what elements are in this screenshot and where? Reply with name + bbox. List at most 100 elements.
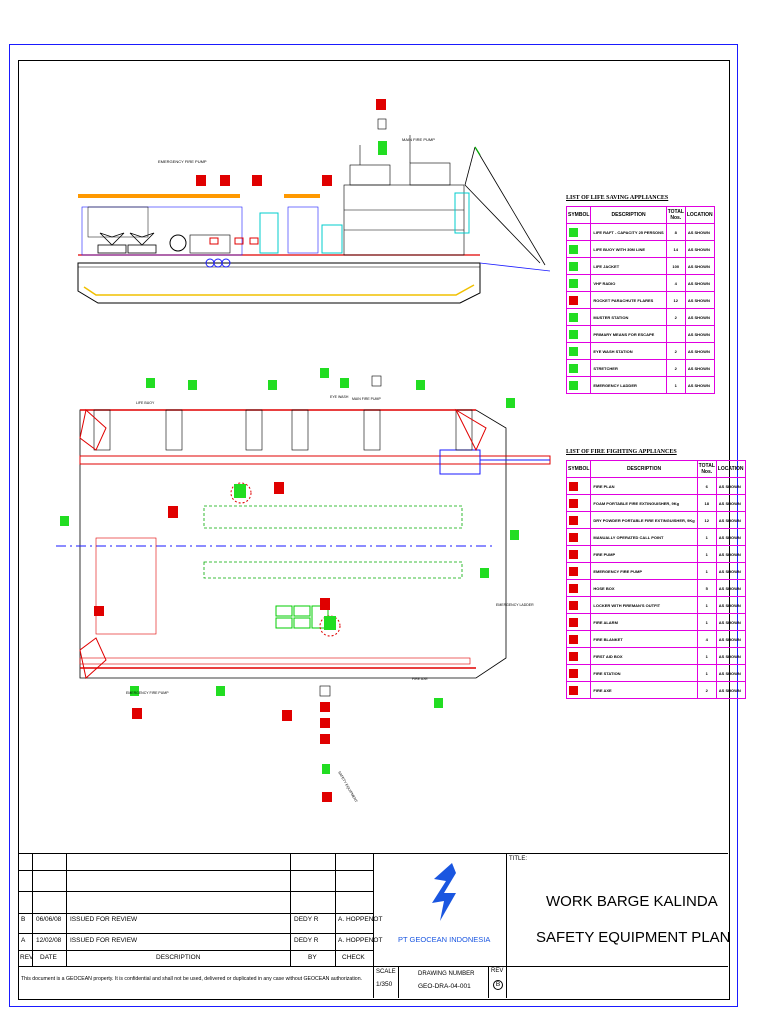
life-buoy-label: LIFE BUOY [136,401,155,405]
safety-symbol-icon [569,329,578,339]
safety-symbol-icon [569,685,578,695]
row-description: FIRE ALARM [590,613,698,631]
check-header: CHECK [342,954,365,961]
emergency-fire-pump-label: EMERGENCY FIRE PUMP [158,159,207,164]
row-description: FIRE AXE [590,681,698,699]
drawing-title-line1: WORK BARGE KALINDA [546,893,718,910]
row-symbol-icon [565,562,592,580]
elevation-safety-symbols [196,99,387,186]
row-symbol-icon [565,545,592,563]
rev-b-letter: B [21,916,26,923]
row-symbol-icon [565,325,592,343]
drawing-number: GEO-DRA-04-001 [418,983,471,990]
safety-symbol-icon [569,668,578,678]
row-location: AS SHOWN [715,562,746,580]
description-header: DESCRIPTION [156,954,201,961]
row-total: 2 [665,342,686,360]
safety-symbol-icon [569,583,578,593]
row-total: 8 [665,223,686,241]
safety-symbol-icon [569,312,578,322]
row-location: AS SHOWN [684,308,715,326]
lsa-symbol-header: SYMBOL [565,206,592,224]
row-total: 12 [696,511,717,529]
main-fire-pump-label: MAIN FIRE PUMP [402,137,435,142]
row-symbol-icon [565,596,592,614]
date-header: DATE [40,954,57,961]
row-total: 12 [665,291,686,309]
plan-safety-symbols [60,368,519,802]
row-location: AS SHOWN [684,291,715,309]
rev-b-by: DEDY R [294,916,319,923]
safety-equipment-label: SAFETY EQUIPMENT [337,771,359,804]
row-description: FIRE PLAN [590,477,698,495]
safety-symbol-icon [569,498,578,508]
row-total: 1 [696,562,717,580]
fire-axe-label: FIRE AXE [412,677,428,681]
row-total: 14 [665,240,686,258]
rev-b-description: ISSUED FOR REVIEW [70,916,138,923]
row-symbol-icon [565,613,592,631]
rev-a-description: ISSUED FOR REVIEW [70,937,138,944]
row-symbol-icon [565,376,592,394]
title-label: TITLE: [509,856,528,862]
row-description: FIRE BLANKET [590,630,698,648]
rev-label: REV [491,968,504,974]
row-description: EMERGENCY LADDER [590,376,667,394]
row-total: 1 [696,664,717,682]
safety-symbol-icon [569,346,578,356]
row-location: AS SHOWN [715,647,746,665]
ffa-description-header: DESCRIPTION [590,460,698,478]
row-total: 5 [696,579,717,597]
lsa-location-header: LOCATION [684,206,715,224]
row-total: 2 [665,308,686,326]
row-description: ROCKET PARACHUTE FLARES [590,291,667,309]
row-description: LIFE RAFT - CAPACITY 25 PERSONS [590,223,667,241]
row-location: AS SHOWN [715,613,746,631]
row-description: FIRST AID BOX [590,647,698,665]
rev-a-date: 12/02/08 [36,937,62,944]
safety-symbol-icon [569,227,578,237]
ffa-location-header: LOCATION [715,460,746,478]
safety-symbol-icon [569,566,578,576]
row-description: HOSE BOX [590,579,698,597]
row-total: 6 [696,477,717,495]
row-description: MUSTER STATION [590,308,667,326]
row-total: 1 [696,647,717,665]
safety-symbol-icon [569,634,578,644]
drawing-title-line2: SAFETY EQUIPMENT PLAN [536,929,731,946]
row-symbol-icon [565,647,592,665]
ffa-symbol-header: SYMBOL [565,460,592,478]
row-description: VHF RADIO [590,274,667,292]
row-location: AS SHOWN [715,664,746,682]
row-total: 100 [665,257,686,275]
safety-symbol-icon [569,515,578,525]
row-location: AS SHOWN [715,681,746,699]
scale-label: SCALE [376,969,396,975]
row-location: AS SHOWN [715,596,746,614]
eye-wash-label: EYE WASH [330,395,349,399]
rev-a-check: A. HOPPENOT [338,937,383,944]
ffa-table-row: DRY POWDER PORTABLE FIRE EXTINGUISHER, 9… [565,511,746,529]
ffa-total-header: TOTAL Nos. [696,460,717,478]
row-total: 1 [696,545,717,563]
row-total: 4 [665,274,686,292]
title-block: B 06/06/08 ISSUED FOR REVIEW DEDY R A. H… [18,853,731,998]
row-location: AS SHOWN [715,630,746,648]
row-total [665,325,686,343]
row-symbol-icon [565,664,592,682]
row-location: AS SHOWN [684,359,715,377]
row-location: AS SHOWN [684,223,715,241]
row-total: 1 [665,376,686,394]
by-header: BY [308,954,317,961]
